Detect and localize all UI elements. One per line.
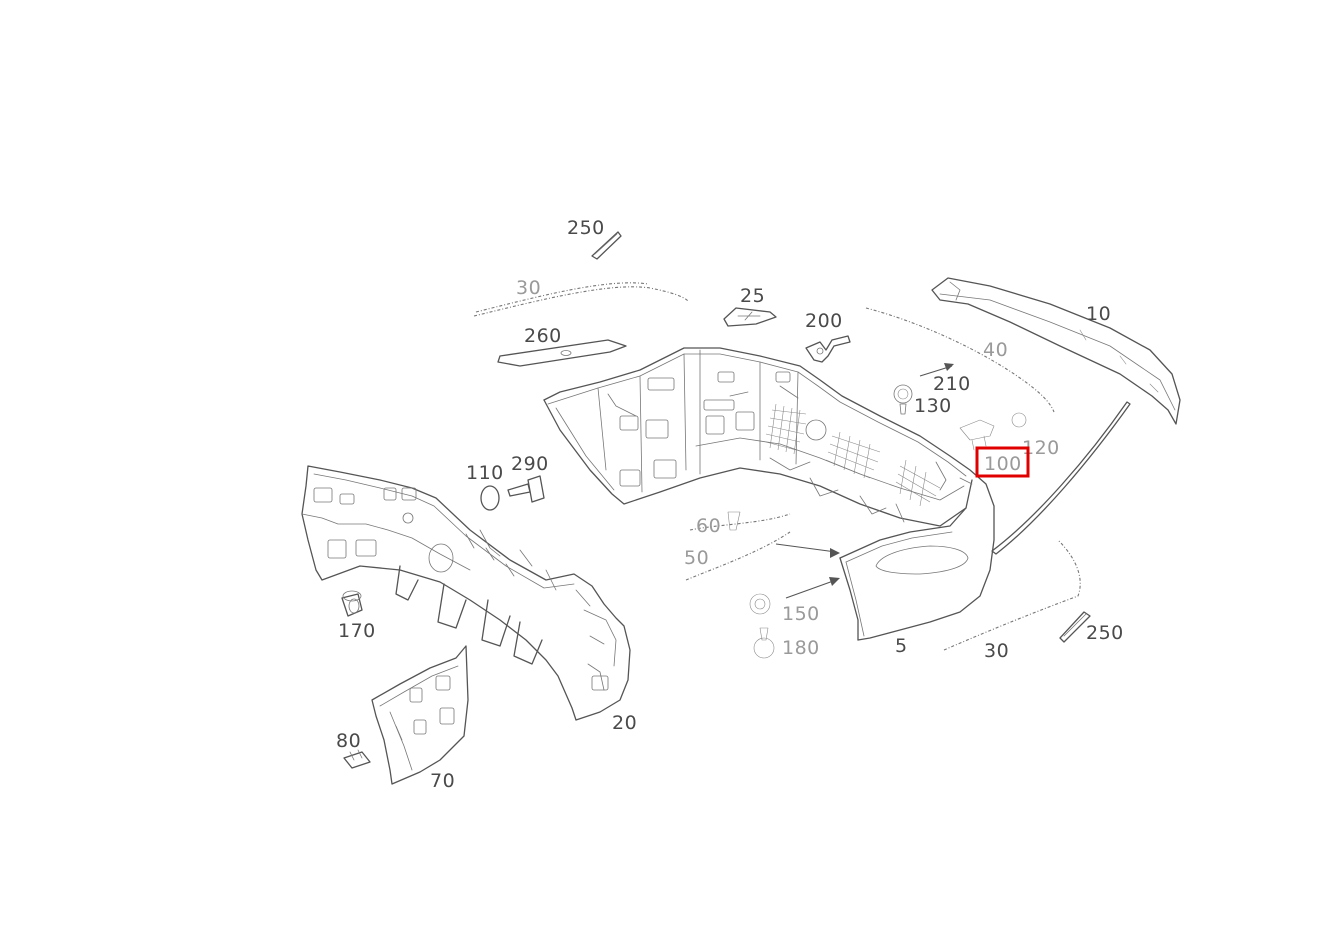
part-20-bumper-carrier[interactable] bbox=[301, 465, 631, 721]
part-170-buffer[interactable] bbox=[341, 590, 363, 617]
part-30-lower-seal-strip[interactable] bbox=[943, 539, 1081, 651]
callout-80[interactable]: 80 bbox=[336, 730, 361, 752]
part-290-screw[interactable] bbox=[507, 475, 545, 503]
callout-130[interactable]: 130 bbox=[914, 395, 952, 417]
part-200-clip[interactable] bbox=[805, 335, 851, 363]
bumper-lattice-hatch bbox=[765, 403, 941, 507]
part-5-bumper-cover[interactable] bbox=[543, 347, 995, 641]
callout-260[interactable]: 260 bbox=[524, 325, 562, 347]
part-210-clip[interactable] bbox=[919, 363, 954, 377]
callout-30-top[interactable]: 30 bbox=[516, 277, 541, 299]
callout-30-bottom[interactable]: 30 bbox=[984, 640, 1009, 662]
part-10-upper-trim[interactable] bbox=[931, 277, 1181, 425]
part-60-grille-strip[interactable] bbox=[689, 511, 791, 531]
callout-60[interactable]: 60 bbox=[696, 515, 721, 537]
callout-50[interactable]: 50 bbox=[684, 547, 709, 569]
callout-250-bottom[interactable]: 250 bbox=[1086, 622, 1124, 644]
part-110-washer[interactable] bbox=[480, 485, 500, 511]
callout-40[interactable]: 40 bbox=[983, 339, 1008, 361]
part-25-bracket[interactable] bbox=[723, 307, 777, 327]
part-130-fastener[interactable] bbox=[893, 384, 913, 415]
part-250-top-trim[interactable] bbox=[591, 231, 622, 260]
part-150-fastener[interactable] bbox=[749, 593, 771, 615]
callout-110[interactable]: 110 bbox=[466, 462, 504, 484]
callout-200[interactable]: 200 bbox=[805, 310, 843, 332]
part-80-clip[interactable] bbox=[343, 749, 371, 769]
callout-250-top[interactable]: 250 bbox=[567, 217, 605, 239]
callout-210[interactable]: 210 bbox=[933, 373, 971, 395]
highlighted-callout-box bbox=[975, 446, 1030, 478]
part-260-cover-plate[interactable] bbox=[497, 339, 627, 367]
callout-170[interactable]: 170 bbox=[338, 620, 376, 642]
part-180-fastener[interactable] bbox=[753, 627, 775, 659]
callout-20[interactable]: 20 bbox=[612, 712, 637, 734]
callout-290[interactable]: 290 bbox=[511, 453, 549, 475]
callout-labels: 250 30 260 25 200 10 40 210 130 120 100 … bbox=[336, 217, 1124, 792]
part-120-fasteners[interactable] bbox=[959, 412, 1027, 451]
callout-5[interactable]: 5 bbox=[895, 635, 908, 657]
part-side-trim-strip[interactable] bbox=[991, 401, 1131, 555]
callout-180[interactable]: 180 bbox=[782, 637, 820, 659]
callout-70[interactable]: 70 bbox=[430, 770, 455, 792]
part-50-trim-strip[interactable] bbox=[685, 531, 840, 599]
part-250-lower-trim[interactable] bbox=[1059, 611, 1091, 643]
callout-150[interactable]: 150 bbox=[782, 603, 820, 625]
part-30-upper-seal-strip[interactable] bbox=[473, 282, 689, 317]
callout-25[interactable]: 25 bbox=[740, 285, 765, 307]
callout-100[interactable]: 100 bbox=[984, 453, 1022, 475]
callout-10[interactable]: 10 bbox=[1086, 303, 1111, 325]
part-70-lower-bracket[interactable] bbox=[371, 645, 469, 785]
part-40-side-seal[interactable] bbox=[865, 307, 1055, 413]
callout-120[interactable]: 120 bbox=[1022, 437, 1060, 459]
